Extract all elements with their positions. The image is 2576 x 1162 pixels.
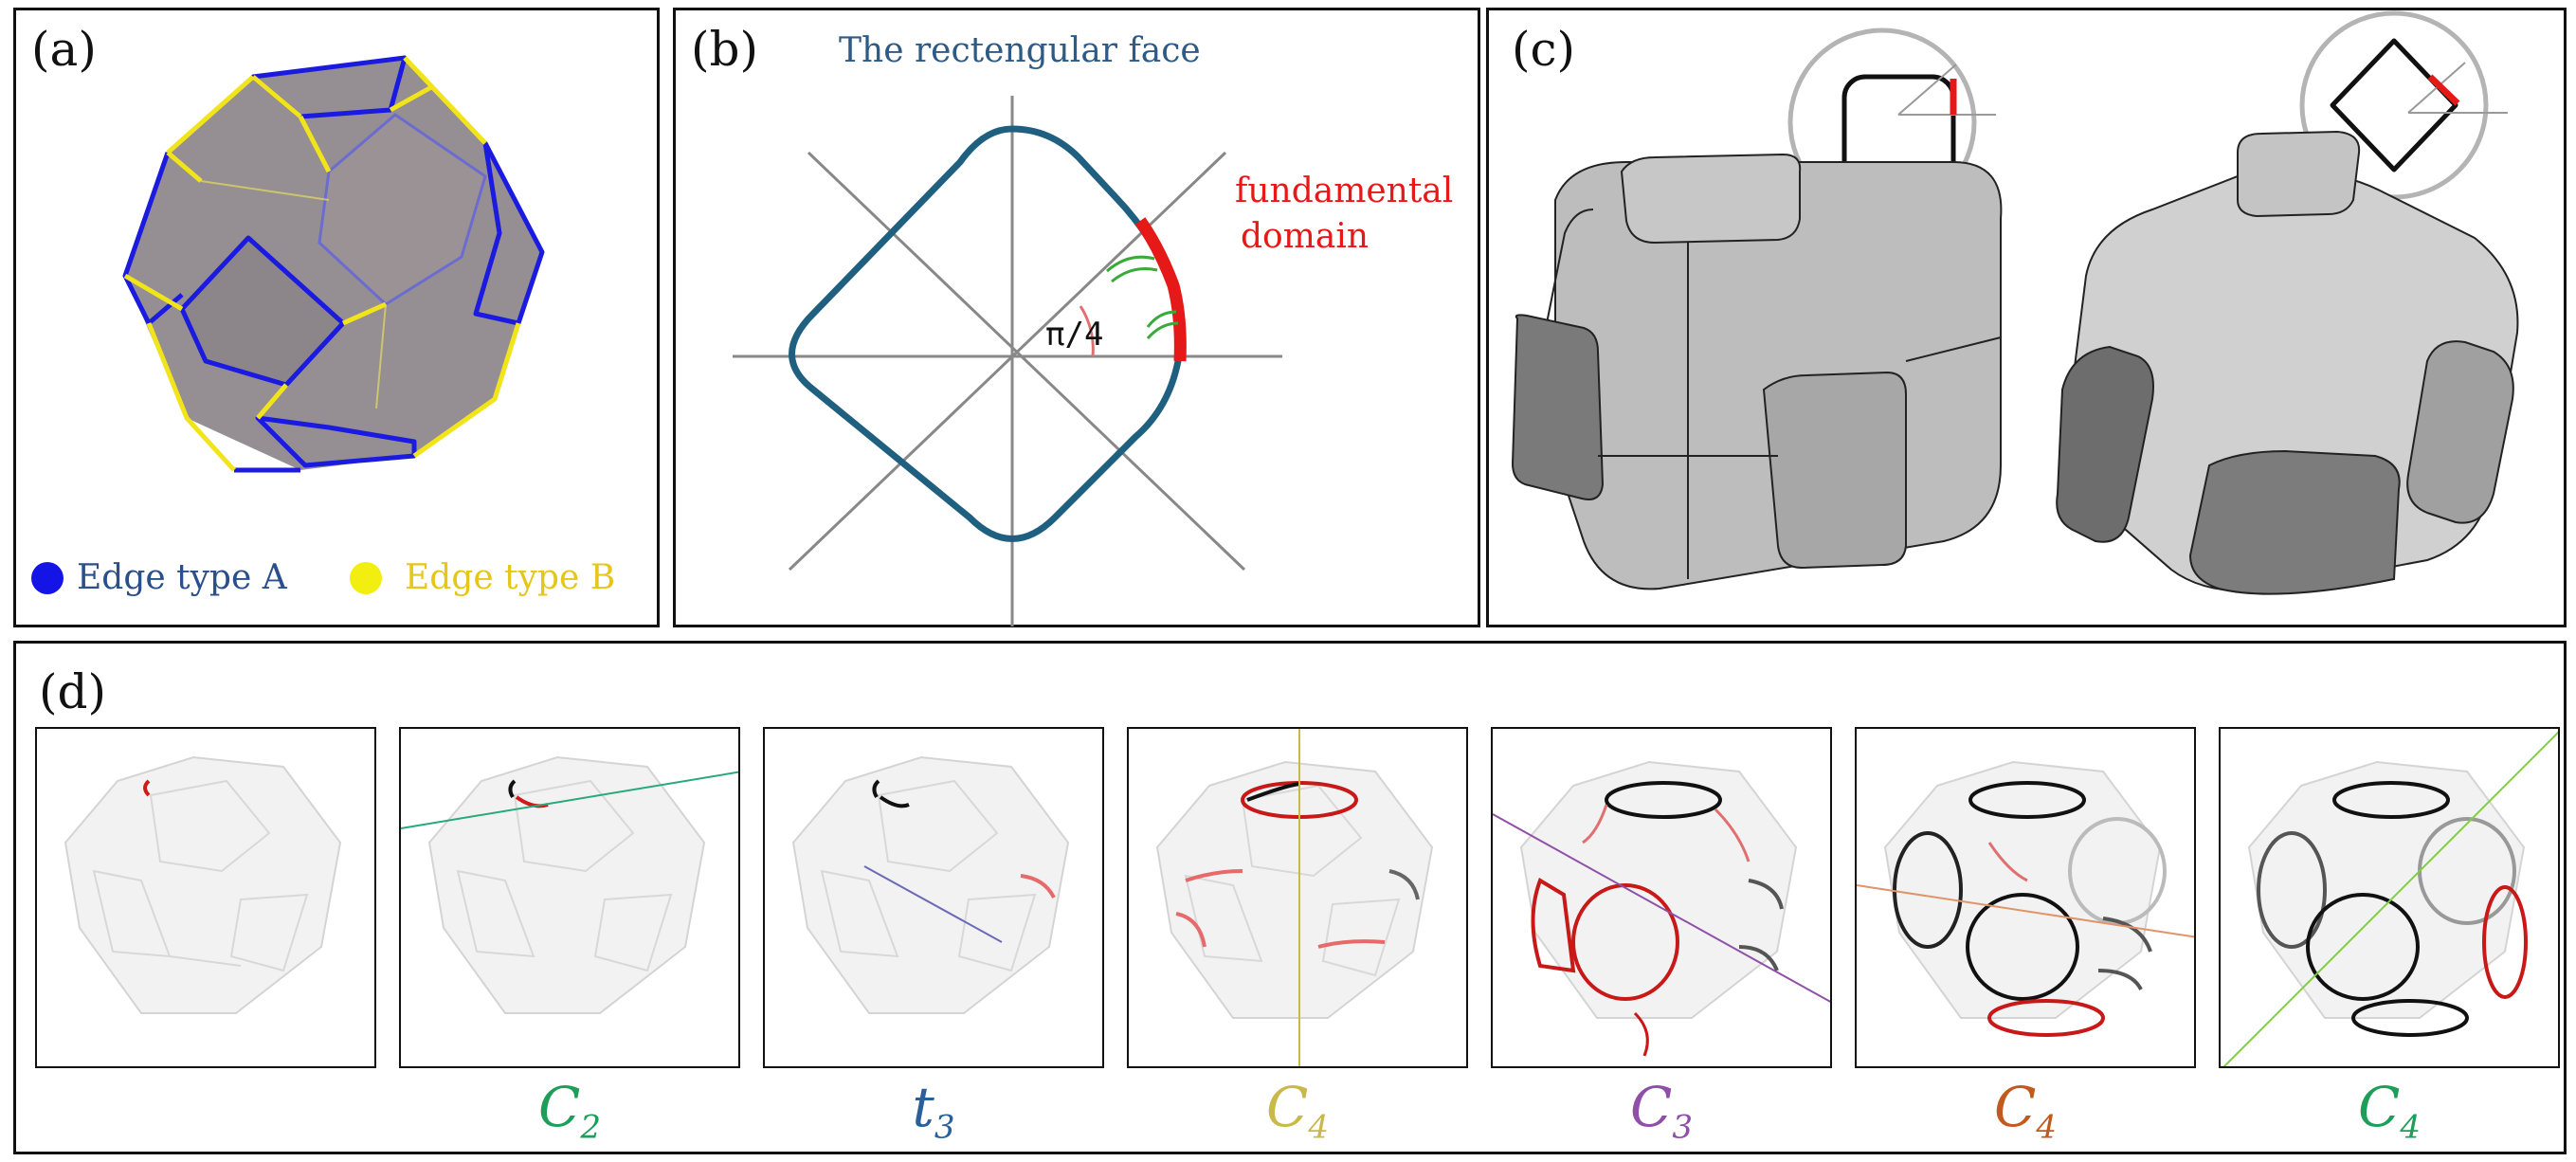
symmetry-label-5-sub: 3: [1672, 1108, 1694, 1147]
symmetry-label-4-sub: 4: [1308, 1108, 1330, 1147]
symmetry-label-4: C4: [1203, 1075, 1392, 1147]
legend-edge-b: Edge type B: [405, 558, 616, 597]
subfigure-2: [399, 727, 740, 1068]
domain-label-line2: domain: [1241, 217, 1370, 256]
subfigure-6: [1855, 727, 2196, 1068]
panel-a: (a) Edge ty: [13, 8, 660, 627]
legend-edge-a: Edge type A: [77, 558, 287, 597]
symmetry-label-4-base: C: [1265, 1075, 1309, 1139]
symmetry-label-6-sub: 4: [2036, 1108, 2058, 1147]
panel-b-label: (b): [691, 22, 759, 77]
symmetry-label-2-base: C: [537, 1075, 581, 1139]
legend-dot-edge-a: [31, 562, 63, 594]
symmetry-label-3-sub: 3: [934, 1108, 955, 1147]
symmetry-label-3: t3: [839, 1075, 1028, 1147]
panel-c: (c): [1486, 8, 2567, 627]
panel-c-label: (c): [1512, 22, 1576, 77]
symmetry-label-7: C4: [2295, 1075, 2484, 1147]
symmetry-label-2-sub: 2: [580, 1108, 602, 1147]
subfigure-3: [763, 727, 1104, 1068]
panel-b-title: The rectengular face: [839, 31, 1201, 70]
symmetry-label-5: C3: [1567, 1075, 1756, 1147]
symmetry-label-7-base: C: [2357, 1075, 2401, 1139]
panel-b: (b) The rectengular face π/4 fundamental…: [673, 8, 1480, 627]
surface-renderings: [1511, 10, 2519, 595]
angle-label: π/4: [1045, 316, 1104, 354]
symmetry-label-3-base: t: [912, 1075, 934, 1139]
rectangular-face-diagram: [733, 96, 1282, 626]
panel-a-label: (a): [31, 22, 97, 77]
symmetry-label-5-base: C: [1629, 1075, 1673, 1139]
panel-d: (d): [13, 641, 2567, 1154]
legend-dot-edge-b: [350, 562, 382, 594]
symmetry-label-6: C4: [1931, 1075, 2120, 1147]
subfigure-5: [1491, 727, 1832, 1068]
panel-d-label: (d): [39, 664, 107, 719]
subfigure-1: [35, 727, 376, 1068]
symmetry-label-2: C2: [475, 1075, 664, 1147]
symmetry-label-7-sub: 4: [2400, 1108, 2422, 1147]
subfigure-4: [1127, 727, 1468, 1068]
truncated-octahedron-figure: [122, 55, 545, 473]
symmetry-label-6-base: C: [1993, 1075, 2037, 1139]
subfigure-7: [2219, 727, 2560, 1068]
domain-label-line1: fundamental: [1235, 172, 1454, 210]
